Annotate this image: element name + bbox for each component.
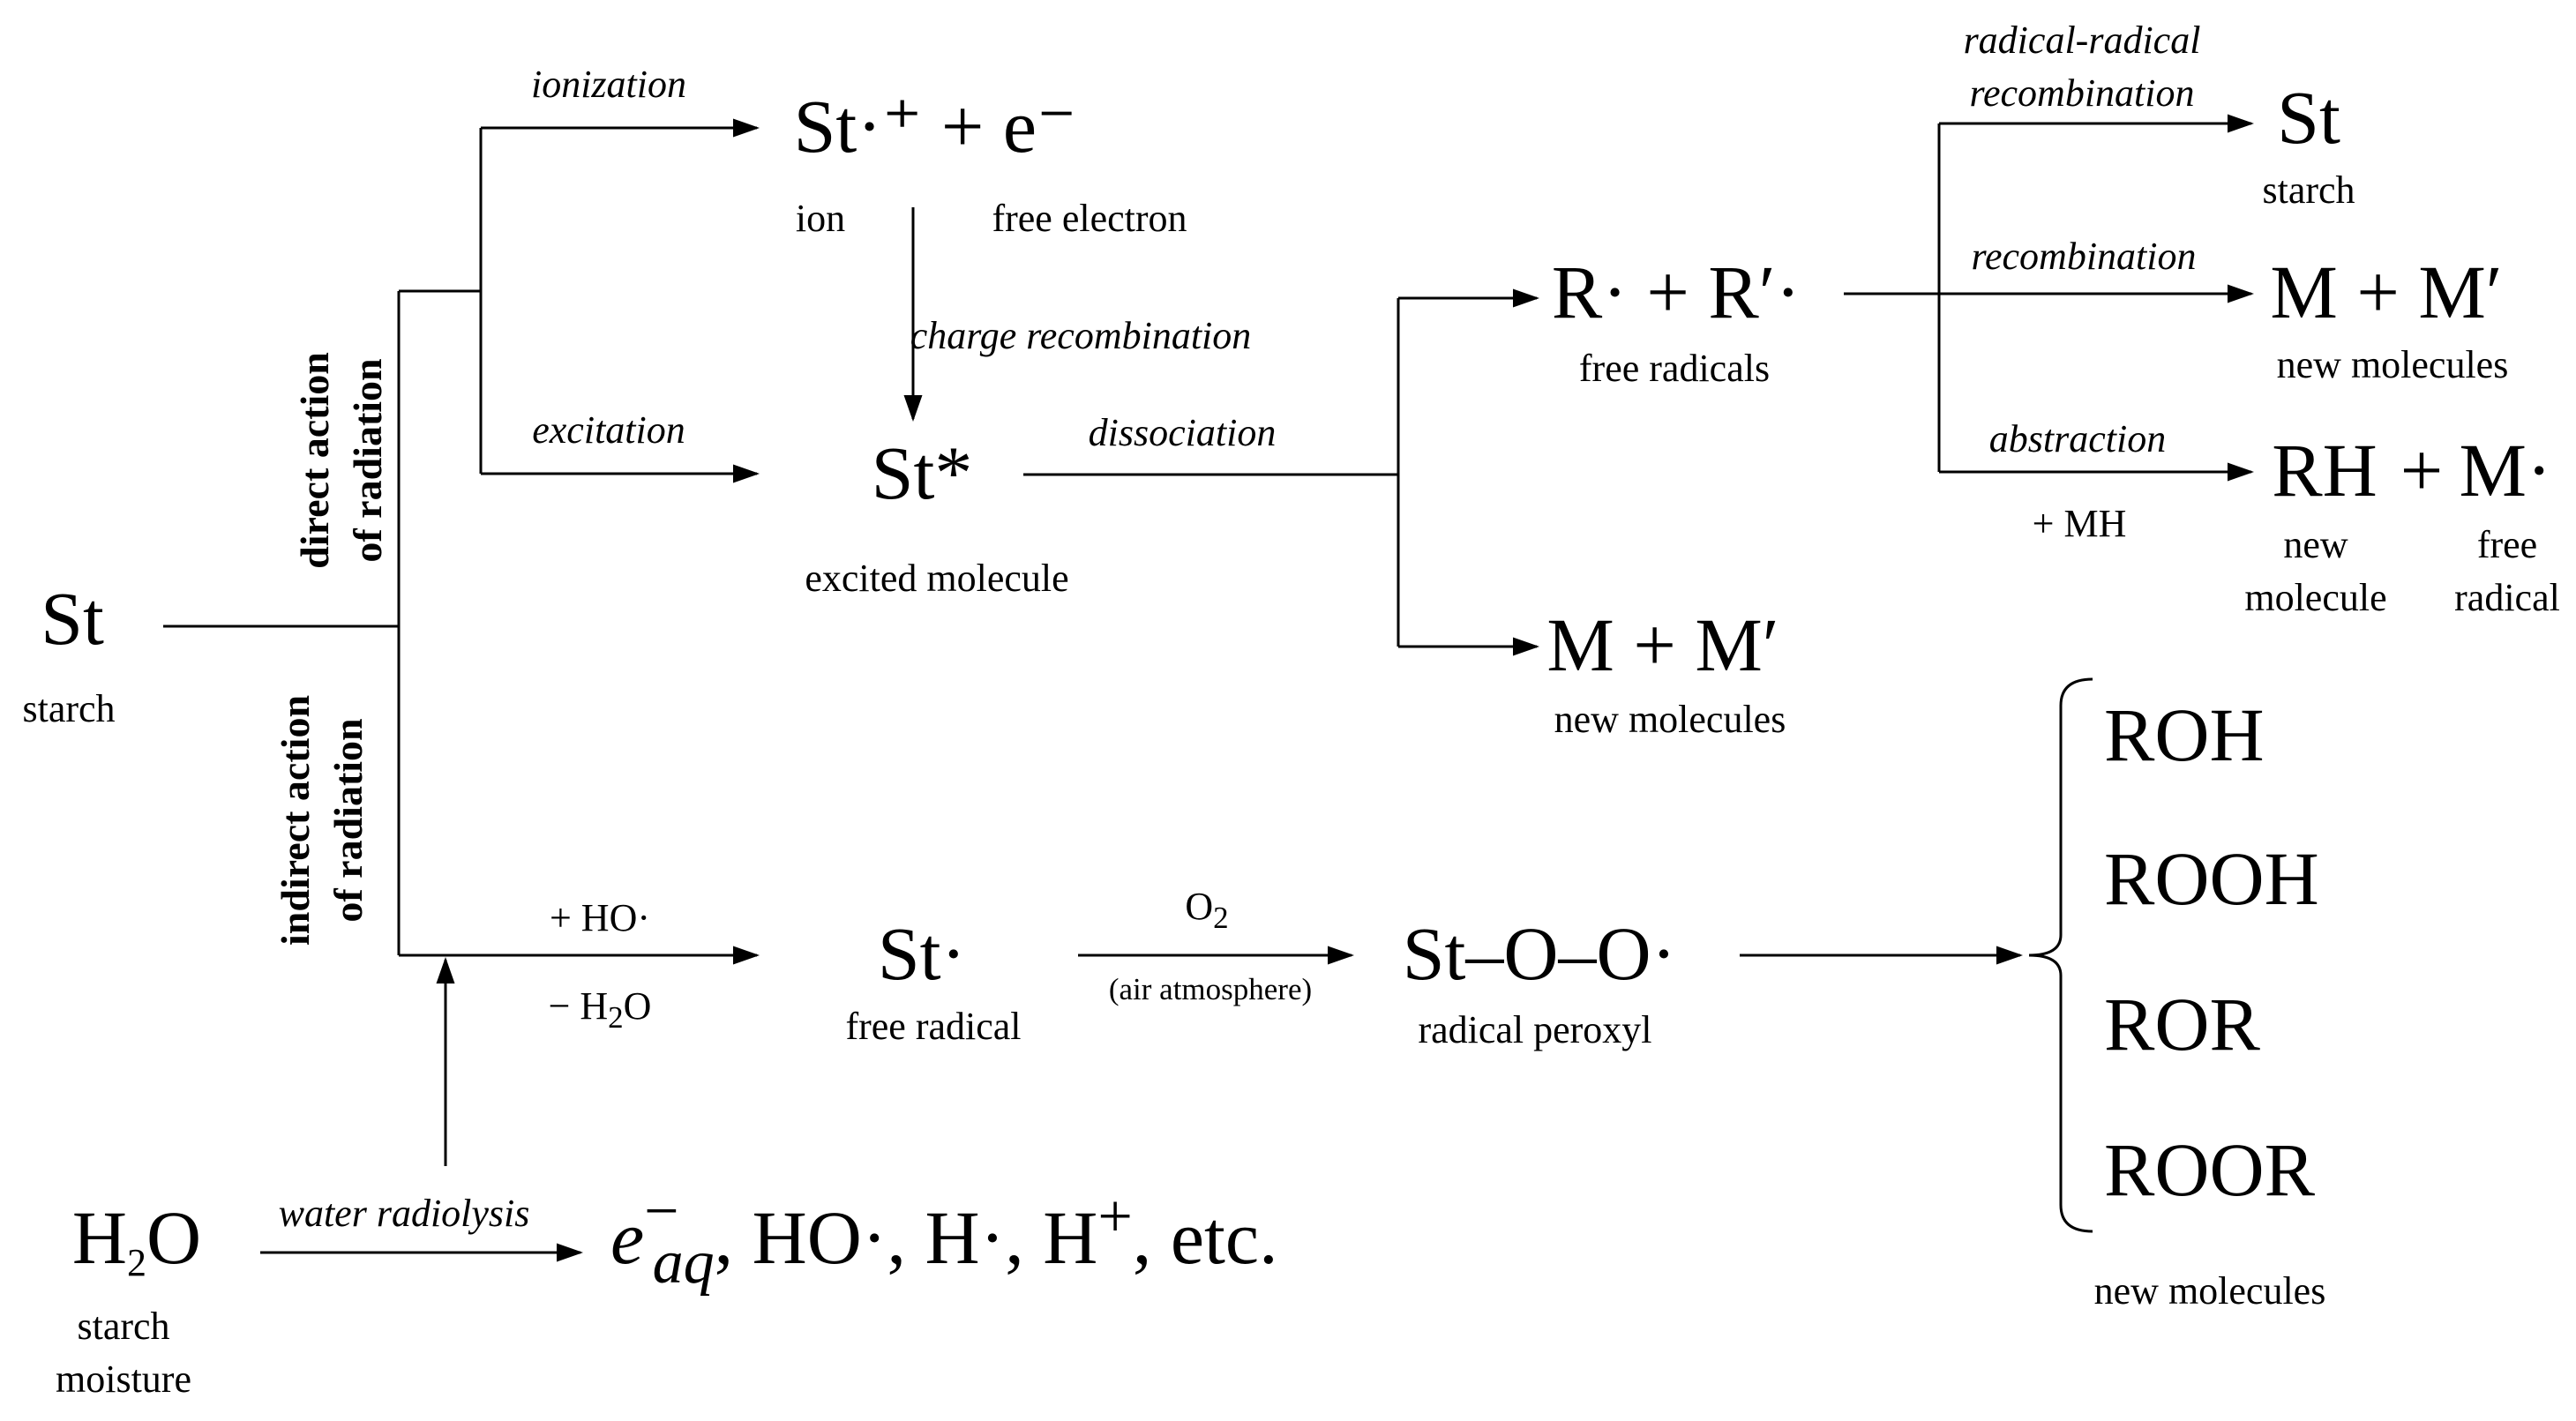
radiolysis-electron: e	[610, 1195, 644, 1280]
new-molecule-label-line1: new	[2283, 523, 2348, 566]
dissociation-label: dissociation	[1089, 411, 1277, 454]
free-radicals-label: free radicals	[1579, 347, 1770, 390]
radical-radical-label-line1: radical-radical	[1964, 19, 2201, 62]
recombination-products-label: new molecules	[2277, 343, 2509, 386]
ion-label: ion	[796, 197, 845, 240]
new-molecules-label: new molecules	[1554, 698, 1786, 741]
new-molecules-node: M + M′	[1546, 602, 1778, 687]
direct-action-line1: direct action	[292, 352, 337, 569]
products-label: new molecules	[2094, 1269, 2326, 1313]
radical-radical-label-line2: recombination	[1970, 71, 2195, 115]
free-radical-label-line1: free	[2477, 523, 2537, 566]
charge-recombination-label: charge recombination	[910, 314, 1252, 357]
connector-lines	[163, 114, 2254, 1262]
product-ror: ROR	[2104, 982, 2260, 1066]
plus-ho-label: + HO·	[550, 896, 650, 939]
new-molecule-label-line2: molecule	[2244, 576, 2386, 619]
free-radicals-node: R· + R′·	[1552, 250, 1801, 334]
product-roor: ROOR	[2104, 1127, 2316, 1212]
oxygen-label: O2	[1185, 885, 1228, 935]
radiolysis-products-node: e−aq, HO·, H·, H+, etc.	[610, 1178, 1278, 1297]
products-list: ROH ROOH ROR ROOR	[2104, 692, 2319, 1212]
indirect-action-label: indirect action of radiation	[273, 695, 371, 946]
product-roh: ROH	[2104, 692, 2265, 777]
water-label-line2: moisture	[56, 1357, 191, 1401]
air-atmosphere-label: (air atmosphere)	[1109, 972, 1312, 1006]
water-radiolysis-label: water radiolysis	[279, 1192, 530, 1235]
indirect-action-line1: indirect action	[273, 695, 318, 946]
starch-node: St	[41, 576, 104, 661]
minus-water-pre: − H	[549, 984, 609, 1028]
water-o: O	[146, 1195, 201, 1280]
water-h: H	[72, 1195, 127, 1280]
indirect-action-line2: of radiation	[326, 718, 371, 922]
starch-label: starch	[22, 687, 115, 730]
minus-water-post: O	[624, 984, 652, 1028]
excited-molecule-node: St*	[872, 430, 973, 515]
starch-radical-label: free radical	[845, 1005, 1021, 1048]
abstraction-plus: +	[2400, 428, 2444, 512]
product-rooh: ROOH	[2104, 836, 2319, 921]
free-radical-label-line2: radical	[2454, 576, 2560, 619]
direct-action-label: direct action of radiation	[292, 352, 390, 569]
recombination-products-node: M + M′	[2270, 250, 2502, 334]
ion-electron-node: St·⁺ + e⁻	[794, 84, 1077, 168]
plus-mh-label: + MH	[2033, 502, 2127, 545]
excited-molecule-label: excited molecule	[805, 557, 1068, 600]
minus-water-label: − H2O	[549, 984, 652, 1035]
rh-node: RH	[2272, 428, 2377, 512]
ionization-label: ionization	[531, 63, 686, 106]
oxygen-o: O	[1185, 885, 1213, 928]
abstraction-label: abstraction	[1989, 417, 2166, 460]
water-subscript: 2	[127, 1241, 146, 1284]
recombined-starch-label: starch	[2262, 168, 2355, 212]
recombined-starch-node: St	[2277, 75, 2340, 160]
starch-radical-node: St·	[878, 911, 966, 996]
recombination-label: recombination	[1972, 235, 2197, 278]
m-radical-node: M·	[2459, 428, 2551, 512]
radiolysis-proton-charge: +	[1097, 1183, 1132, 1251]
free-electron-label: free electron	[992, 197, 1187, 240]
oxygen-subscript: 2	[1213, 901, 1229, 935]
excitation-label: excitation	[532, 408, 685, 452]
minus-water-subscript: 2	[608, 1000, 624, 1035]
water-label-line1: starch	[77, 1305, 169, 1348]
direct-action-line2: of radiation	[345, 358, 390, 562]
peroxyl-radical-label: radical peroxyl	[1418, 1008, 1651, 1051]
radiolysis-species: , HO·, H·, H	[715, 1195, 1098, 1280]
radiolysis-aq-subscript: aq	[653, 1229, 715, 1297]
water-node: H2O	[72, 1195, 201, 1284]
radiolysis-etc: , etc.	[1133, 1195, 1278, 1280]
radiolysis-electron-charge: −	[644, 1178, 678, 1245]
peroxyl-radical-node: St–O–O·	[1403, 911, 1677, 996]
products-brace	[2028, 677, 2093, 1233]
